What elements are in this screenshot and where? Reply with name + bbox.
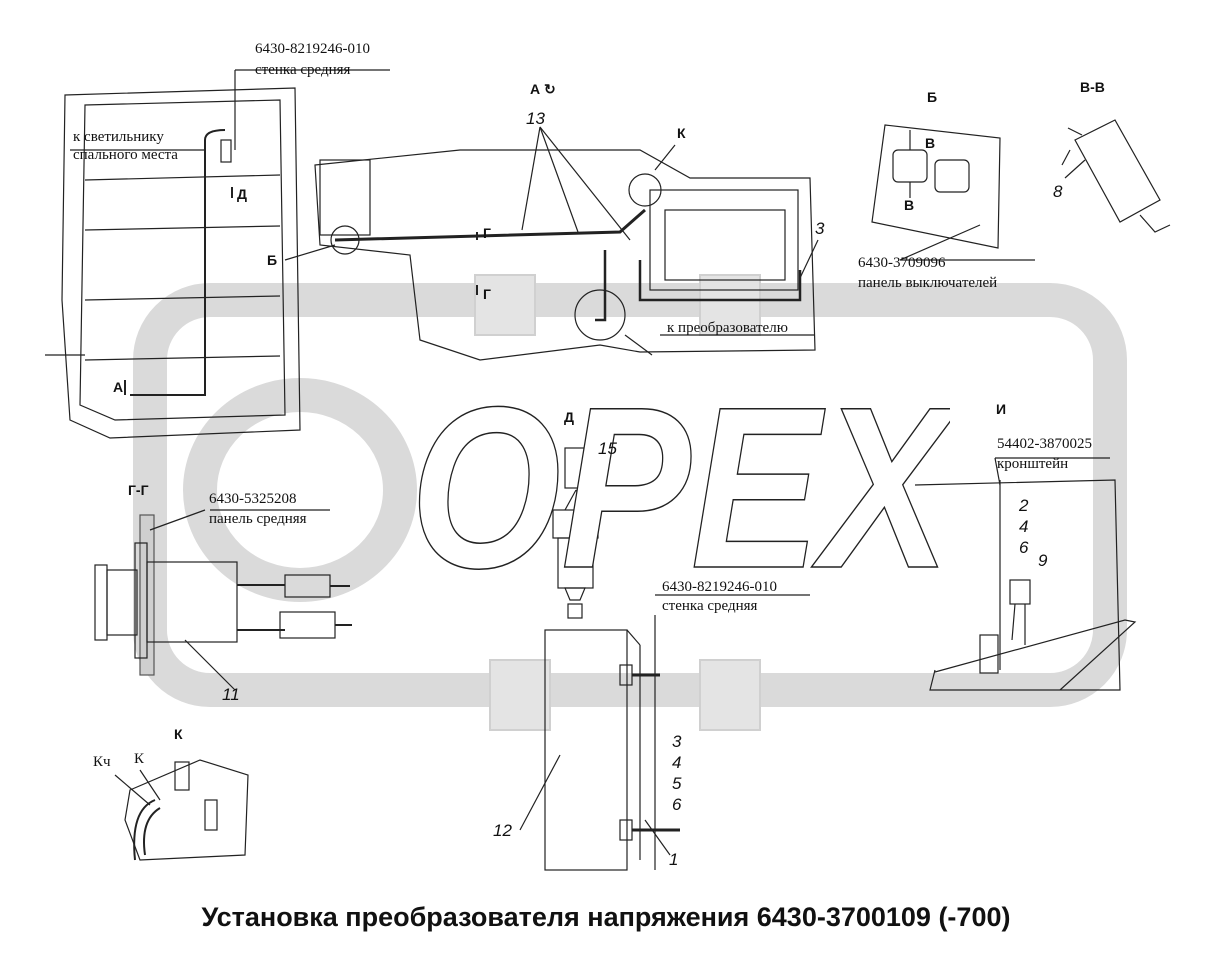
switch-panel-code: 6430-3709096: [858, 255, 946, 271]
part-6-top: 6: [1019, 538, 1029, 557]
section-k-arrow: К: [677, 125, 686, 141]
converter-assembly: [519, 447, 810, 871]
part-11: 11: [222, 685, 240, 704]
bracket-code: 54402-3870025: [997, 436, 1092, 452]
wall-top-code: 6430-8219246-010: [255, 41, 370, 57]
cab-sleeper-view: [45, 69, 390, 439]
section-v-arrow-bottom: В: [904, 197, 915, 213]
part-3-bottom: 3: [672, 732, 682, 751]
drawing-title: Установка преобразователя напряжения 643…: [201, 902, 1011, 932]
part-2: 2: [1019, 496, 1029, 515]
section-gg-label: Г-Г: [128, 482, 149, 498]
part-4-top: 4: [1019, 517, 1029, 536]
wall-top-name: стенка средняя: [255, 62, 351, 78]
view-b-switch-panel: [871, 124, 1035, 261]
part-12: 12: [493, 821, 512, 840]
section-b-arrow: Б: [267, 252, 278, 268]
section-g-arrow-top: Г: [483, 225, 491, 241]
part-1: 1: [669, 850, 679, 869]
part-4-bottom: 4: [672, 753, 682, 772]
part-8: 8: [1053, 182, 1063, 201]
lamp-callout-line1: к светильнику: [73, 129, 164, 145]
section-a-arrow: А: [113, 379, 124, 395]
k-terminal-label: К: [134, 751, 145, 767]
part-3-top: 3: [815, 219, 825, 238]
view-vv-switch: [1061, 119, 1171, 233]
section-d-label: Д: [564, 409, 574, 425]
kch-label: Кч: [93, 754, 111, 770]
view-k-detail: [114, 759, 249, 861]
to-converter-label: к преобразователю: [667, 320, 788, 336]
section-i-label: И: [996, 401, 1007, 417]
watermark-word: OPEX: [410, 392, 950, 582]
section-b-label: Б: [927, 89, 938, 105]
part-6-bottom: 6: [672, 795, 682, 814]
lamp-callout-line2: спального места: [73, 147, 178, 163]
dashboard-view: [284, 126, 819, 361]
wall-mid-name: стенка средняя: [662, 598, 758, 614]
part-9: 9: [1038, 551, 1048, 570]
part-13: 13: [526, 109, 545, 128]
section-gg-socket: [94, 509, 352, 691]
section-v-arrow-top: В: [925, 135, 936, 151]
wall-mid-code: 6430-8219246-010: [662, 579, 777, 595]
section-g-arrow-bottom: Г: [483, 286, 491, 302]
view-i-bracket: [914, 457, 1137, 691]
section-a-label: А ↻: [530, 81, 556, 97]
watermark-text: OPEX: [410, 392, 950, 582]
switch-panel-name: панель выключателей: [858, 275, 998, 291]
section-d-arrow: Д: [237, 186, 247, 202]
part-5: 5: [672, 774, 682, 793]
bracket-name: кронштейн: [997, 456, 1069, 472]
section-k-label: К: [174, 726, 183, 742]
middle-panel-name: панель средняя: [209, 511, 307, 527]
rotate-icon: ↻: [544, 81, 556, 97]
part-15: 15: [598, 439, 617, 458]
section-vv-label: В-В: [1080, 79, 1105, 95]
middle-panel-code: 6430-5325208: [209, 491, 297, 507]
